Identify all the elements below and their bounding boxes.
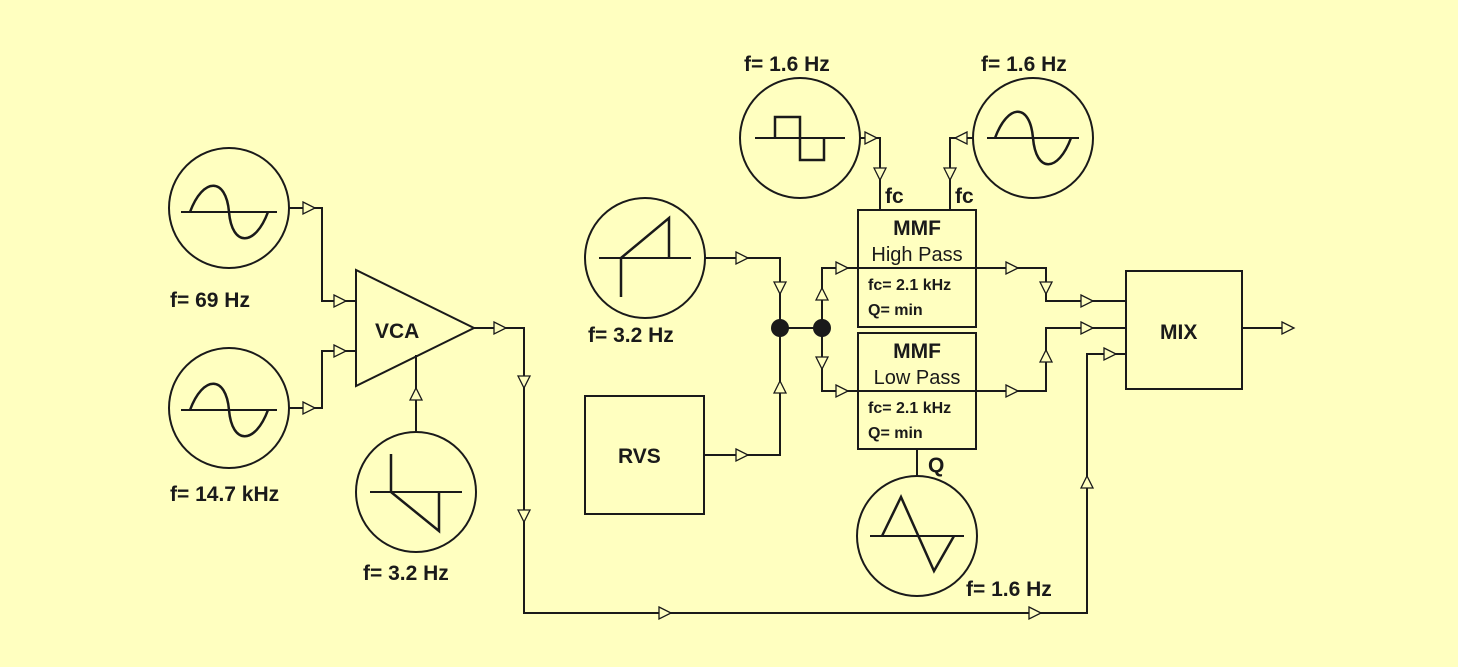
mmf-low-q: Q= min [868, 425, 923, 442]
mmf-q-port-label: Q [928, 454, 944, 477]
rvs-label: RVS [618, 445, 661, 468]
osc-g-freq-label: f= 1.6 Hz [966, 578, 1052, 601]
oscillator-b[interactable] [168, 347, 290, 469]
mmf-high-fc: fc= 2.1 kHz [868, 277, 951, 294]
sine-wave-icon [188, 382, 270, 438]
mmf-high-pass-filter[interactable] [857, 209, 977, 328]
mmf-low-fc: fc= 2.1 kHz [868, 400, 951, 417]
wire-osc-d-node [705, 257, 781, 328]
sine-wave-icon [993, 110, 1073, 166]
mmf-low-title: MMF [893, 340, 941, 363]
mmf-high-mode: High Pass [871, 244, 962, 266]
osc-d-freq-label: f= 3.2 Hz [588, 324, 674, 347]
vca-amplifier[interactable] [355, 268, 477, 388]
vca-label: VCA [375, 320, 419, 343]
mmf-high-q: Q= min [868, 302, 923, 319]
wires [289, 137, 1284, 614]
mmf-high-title: MMF [893, 217, 941, 240]
oscillator-g[interactable] [856, 475, 978, 597]
wire-vca-mix [474, 327, 1126, 614]
mmf-fc-port-label-1: fc [885, 185, 904, 208]
sawtooth-wave-icon [619, 215, 671, 297]
wire-osc-b-vca [289, 350, 356, 409]
junction-node-right [813, 319, 831, 337]
oscillator-f[interactable] [972, 77, 1094, 199]
osc-b-freq-label: f= 14.7 kHz [170, 483, 279, 506]
mix-block[interactable] [1125, 270, 1243, 390]
mmf-low-mode: Low Pass [874, 367, 961, 389]
sawtooth-wave-icon [389, 454, 441, 534]
triangle-wave-icon [880, 494, 956, 574]
signal-arrows [302, 130, 1296, 621]
wire-osc-a-vca [289, 207, 356, 302]
wire-rvs-node [704, 328, 781, 456]
mmf-fc-port-label-2: fc [955, 185, 974, 208]
rvs-block[interactable] [584, 395, 705, 515]
osc-e-freq-label: f= 1.6 Hz [744, 53, 830, 76]
junction-node-left [771, 319, 789, 337]
sine-wave-icon [188, 184, 270, 240]
osc-f-freq-label: f= 1.6 Hz [981, 53, 1067, 76]
mmf-low-pass-filter[interactable] [857, 332, 977, 450]
osc-c-freq-label: f= 3.2 Hz [363, 562, 449, 585]
oscillator-c[interactable] [355, 431, 477, 553]
oscillator-a[interactable] [168, 147, 290, 269]
mix-label: MIX [1160, 321, 1197, 344]
osc-a-freq-label: f= 69 Hz [170, 289, 250, 312]
oscillator-d[interactable] [584, 197, 706, 319]
oscillator-e[interactable] [739, 77, 861, 199]
square-wave-icon [773, 115, 826, 162]
